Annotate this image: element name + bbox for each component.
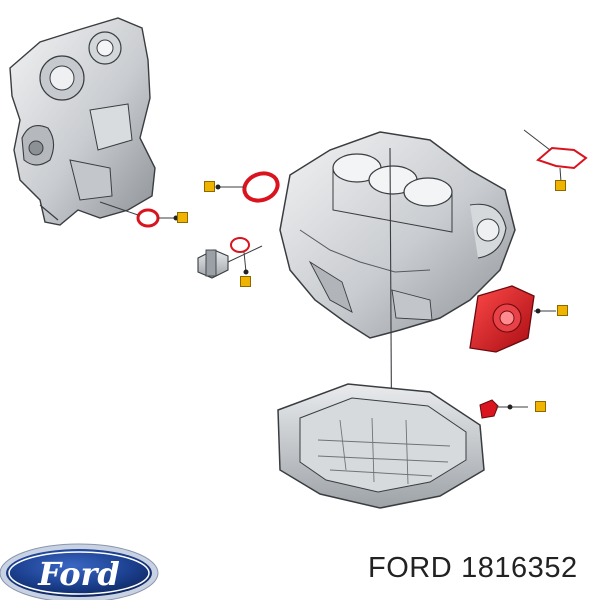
crank-seal (215, 171, 280, 203)
oil-pump-gasket (523, 129, 588, 183)
ford-logo-text: Ford (37, 555, 120, 593)
marker-crank-seal (204, 181, 215, 192)
marker-temp-sensor (240, 276, 251, 287)
oil-pan (277, 383, 485, 509)
caption-part-number: 1816352 (461, 552, 578, 584)
temperature-sensor (197, 237, 263, 279)
timing-cover (9, 17, 156, 226)
marker-gasket (555, 180, 566, 191)
marker-oil-plug (535, 401, 546, 412)
caption-brand: FORD (368, 552, 453, 584)
rear-seal-housing (469, 285, 556, 353)
ford-logo: Ford (0, 543, 159, 600)
marker-front-seal (177, 212, 188, 223)
marker-rear-housing (557, 305, 568, 316)
cylinder-block (279, 131, 516, 339)
oil-plug (479, 399, 528, 419)
